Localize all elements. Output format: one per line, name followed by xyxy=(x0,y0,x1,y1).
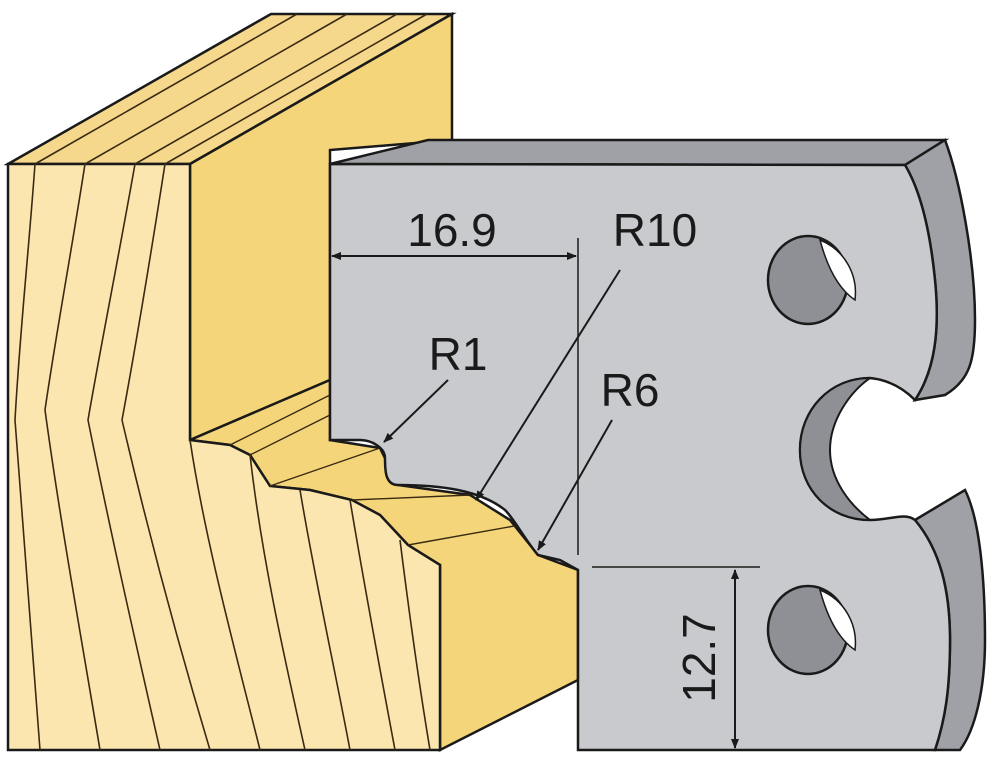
wood-front-face xyxy=(6,162,442,752)
r10-label: R10 xyxy=(613,204,697,256)
hole-icon xyxy=(766,584,857,676)
r10-leader xyxy=(475,269,621,501)
steel-knife xyxy=(328,138,987,752)
width-label: 16.9 xyxy=(407,204,497,256)
wood-profile-ridges xyxy=(229,394,521,546)
r6-leader xyxy=(537,419,613,551)
height-label: 12.7 xyxy=(673,613,725,703)
dimension-annotations xyxy=(331,238,760,749)
wood-grain-lines xyxy=(14,163,431,751)
wood-workpiece xyxy=(3,11,580,753)
r1-leader xyxy=(383,379,449,443)
r1-label: R1 xyxy=(429,328,488,380)
hole-icon xyxy=(766,234,857,326)
dimension-labels: 16.9 R10 R1 R6 12.7 xyxy=(407,204,725,703)
knife-top-edge xyxy=(329,138,950,167)
wood-top-grain xyxy=(34,13,428,165)
r6-label: R6 xyxy=(601,364,660,416)
knife-notch-shadow xyxy=(798,376,874,522)
